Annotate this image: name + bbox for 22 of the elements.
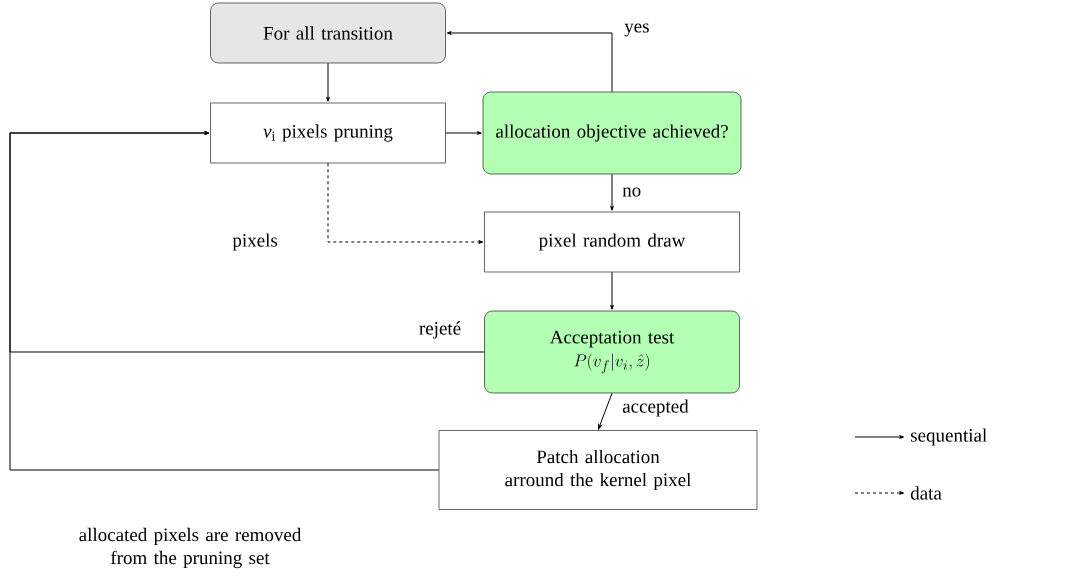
legend-label: sequential [911, 428, 987, 446]
arrow [326, 62, 330, 102]
arrow [445, 131, 482, 135]
arrow [610, 173, 614, 211]
process-box: pixel random draw [484, 211, 740, 273]
legend-label: data [910, 486, 942, 500]
edge-label: pixels [232, 233, 278, 251]
process-box: Patch allocation arround the kernel pixel [438, 430, 758, 510]
arrow [9, 131, 440, 471]
edge-label: yes [624, 23, 649, 37]
edge-label: allocated pixels are removed from the pruning set [79, 527, 302, 569]
decision-box: allocation objective achieved? [482, 91, 742, 175]
arrow [446, 31, 613, 93]
arrow [598, 392, 613, 430]
arrow [327, 162, 484, 244]
edge-label: no [622, 187, 641, 197]
decision-box: Acceptation test $P(v_f|v_i,\hat{z})$ [484, 310, 740, 394]
start-box: For all transition [210, 2, 446, 64]
edge-label: rejeté [419, 321, 461, 339]
process-box: v$_{i}$ pixels pruning [210, 102, 446, 164]
edge-label: accepted [622, 399, 689, 417]
arrow [610, 271, 614, 310]
